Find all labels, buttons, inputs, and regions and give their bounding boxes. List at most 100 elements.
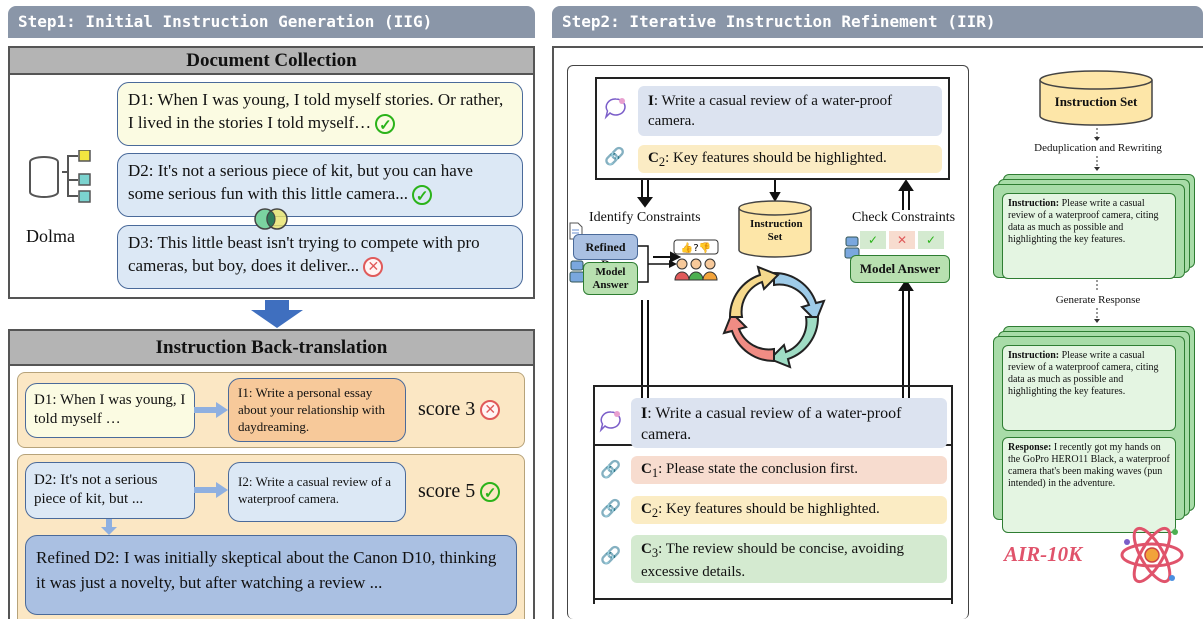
back-translation-panel: Instruction Back-translation [8, 329, 535, 619]
bt1-instruction: I1: Write a personal essay about your re… [228, 378, 406, 442]
instruction-set-cylinder [1039, 70, 1153, 126]
constraint-chip-c1: C1: Please state the conclusion first. [631, 456, 947, 484]
instruction-text: Please write a casual review of a waterp… [1008, 198, 1159, 245]
check-icon: ✓ [918, 231, 944, 249]
instruction-label: Instruction: [1008, 198, 1060, 209]
identify-constraints-label: Identify Constraints [589, 210, 701, 225]
instruction-set-label: Instruction Set [1054, 94, 1138, 109]
doc-text-d1: D1: When I was young, I told myself stor… [128, 90, 504, 132]
constraint-text: : Key features should be highlighted. [665, 150, 887, 166]
instruction-card-2: Instruction: Please write a casual revie… [1002, 345, 1176, 431]
step1-header: Step1: Initial Instruction Generation (I… [8, 6, 535, 38]
constraint-label: C [641, 461, 652, 477]
arrow-right-icon [194, 482, 228, 498]
constraint-text: : The review should be concise, avoiding… [641, 541, 905, 580]
model-answer-chip-right: Model Answer [850, 255, 950, 283]
database-icon [29, 150, 91, 203]
bottom-instruction-frame [593, 385, 953, 600]
constraint-checks: ✓ ✕ ✓ [860, 231, 944, 251]
instr-text: : Write a casual review of a water-proof… [648, 93, 893, 129]
link-icon: 🔗 [604, 147, 626, 166]
dataset-name: AIR-10K [1004, 542, 1083, 566]
constraint-sub: 3 [651, 546, 659, 560]
dotted-arrow [1096, 280, 1098, 290]
doc-card-d2: D2: It's not a serious piece of kit, but… [117, 153, 523, 217]
constraint-chip-c3: C3: The review should be concise, avoidi… [631, 535, 947, 583]
bracket-lines [638, 245, 677, 283]
doc-card-d3: D3: This little beast isn't trying to co… [117, 225, 523, 289]
document-collection-title: Document Collection [10, 48, 533, 75]
step2-panel [552, 46, 1203, 619]
arrow-down-small-icon [101, 519, 117, 535]
atom-icon [1120, 526, 1184, 584]
link-icon: 🔗 [600, 499, 622, 518]
instr-label: I [641, 405, 648, 422]
chat-bubble-icon [599, 411, 621, 433]
document-collection-panel: Document Collection [8, 46, 535, 299]
bt1-doc: D1: When I was young, I told myself … [25, 383, 195, 438]
dedup-label: Deduplication and Rewriting [1034, 142, 1162, 154]
model-answer-chip-left: Model Answer [583, 262, 638, 295]
constraint-text: : Please state the conclusion first. [658, 461, 859, 477]
instruction-card-1: Instruction: Please write a casual revie… [1002, 193, 1176, 279]
instruction-text: Please write a casual review of a waterp… [1008, 350, 1159, 397]
stack2-front: Instruction: Please write a casual revie… [993, 336, 1185, 533]
doc-card-d1: D1: When I was young, I told myself stor… [117, 82, 523, 146]
check-icon: ✓ [412, 185, 433, 206]
bt2-instruction: I2: Write a casual review of a waterproo… [228, 462, 406, 522]
venn-filter-icon [254, 208, 288, 230]
link-icon: 🔗 [600, 460, 622, 479]
chat-bubble-icon [604, 98, 626, 120]
doc-text-d3: D3: This little beast isn't trying to co… [128, 233, 480, 275]
bt2-doc: D2: It's not a serious piece of kit, but… [25, 462, 195, 519]
dotted-arrow [1094, 308, 1100, 323]
dotted-arrow [1094, 156, 1100, 171]
robot-icon [844, 236, 860, 259]
response-label: Response: [1008, 442, 1052, 453]
refined-d2-card: Refined D2: I was initially skeptical ab… [25, 535, 517, 615]
top-constraint-chip: C2: Key features should be highlighted. [638, 145, 942, 173]
down-arrow-icon [251, 300, 303, 328]
constraint-label: C [641, 501, 652, 517]
constraint-sub: 2 [651, 506, 659, 520]
constraint-sub: 1 [651, 466, 659, 480]
refresh-cycle-icon [722, 265, 826, 369]
svg-text:👍?👎: 👍?👎 [681, 241, 711, 254]
constraint-text: : Key features should be highlighted. [658, 501, 880, 517]
back-translation-title: Instruction Back-translation [10, 331, 533, 366]
cross-icon: ✕ [480, 400, 501, 421]
stack-front: Instruction: Please write a casual revie… [993, 184, 1185, 279]
refined-d-chip: Refined D [573, 234, 638, 271]
cross-icon: ✕ [363, 257, 384, 278]
check-constraints-label: Check Constraints [852, 210, 956, 225]
doc-text-d2: D2: It's not a serious piece of kit, but… [128, 161, 473, 203]
bt2-score: score 5 ✓ [418, 480, 501, 503]
cross-icon: ✕ [889, 231, 915, 249]
dotted-arrow [1094, 128, 1100, 141]
response-text: I recently got my hands on the GoPro HER… [1008, 442, 1170, 489]
instr-label: I [648, 93, 654, 109]
generate-response-label: Generate Response [1055, 294, 1141, 306]
check-icon: ✓ [480, 482, 501, 503]
bt2-score-text: score 5 [418, 480, 476, 502]
constraint-chip-c2: C2: Key features should be highlighted. [631, 496, 947, 524]
step2-header: Step2: Iterative Instruction Refinement … [552, 6, 1203, 38]
instruction-set-mid-label: Instruction Set [750, 218, 803, 243]
instruction-set-cylinder [738, 200, 812, 258]
dolma-label: Dolma [26, 226, 75, 246]
people-discussion-icon: 👍?👎 [673, 239, 719, 281]
link-icon: 🔗 [600, 546, 622, 565]
arrow-right-icon [194, 402, 228, 418]
refinement-area [567, 65, 969, 619]
check-icon: ✓ [375, 114, 396, 135]
constraint-label: C [641, 541, 652, 557]
bt1-score-text: score 3 [418, 398, 476, 420]
bt1-score: score 3 ✕ [418, 398, 501, 421]
check-icon: ✓ [860, 231, 886, 249]
constraint-label: C [648, 150, 659, 166]
instruction-label: Instruction: [1008, 350, 1060, 361]
constraint-sub: 2 [658, 155, 666, 169]
top-instruction-box [595, 77, 950, 180]
instr-text: : Write a casual review of a water-proof… [641, 405, 902, 443]
response-card: Response: I recently got my hands on the… [1002, 437, 1176, 533]
